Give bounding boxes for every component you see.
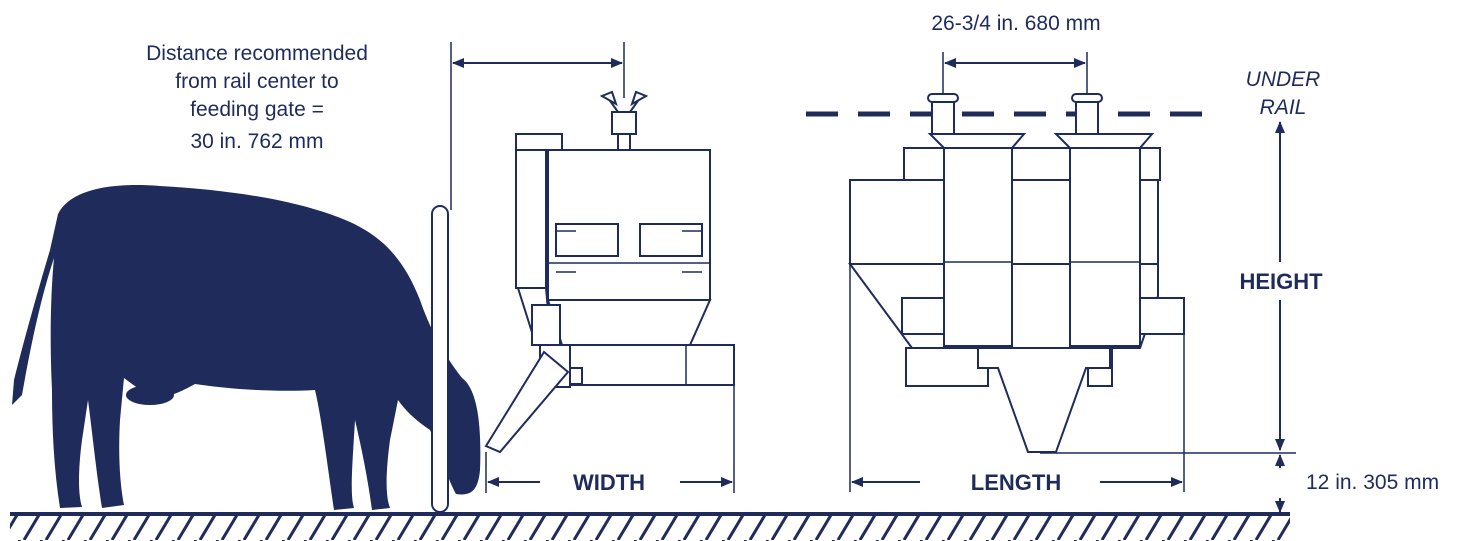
distance-note-line-3: feeding gate =: [190, 98, 324, 121]
ground: [10, 512, 1290, 541]
clearance-dimension: 12 in. 305 mm: [1040, 452, 1439, 513]
feeding-gate-post: [431, 205, 449, 513]
length-dimension: LENGTH: [849, 264, 1185, 495]
feeder-front-view: [806, 93, 1210, 453]
height-label: HEIGHT: [1239, 269, 1323, 294]
clearance-label: 12 in. 305 mm: [1306, 471, 1439, 494]
distance-note-line-2: from rail center to: [175, 70, 338, 93]
under-rail-label-2: RAIL: [1260, 96, 1307, 119]
cow-silhouette: [12, 185, 481, 510]
under-rail-label-1: UNDER: [1246, 68, 1321, 91]
height-dimension: HEIGHT: [1239, 121, 1323, 451]
length-label: LENGTH: [971, 470, 1061, 495]
feeder-side-view: [484, 90, 735, 454]
rail-spacing-dimension: 26-3/4 in. 680 mm: [931, 12, 1101, 94]
distance-dimension: [450, 42, 625, 210]
width-dimension: WIDTH: [485, 385, 735, 495]
rail-spacing-label: 26-3/4 in. 680 mm: [931, 12, 1100, 35]
distance-note-line-1: Distance recommended: [146, 42, 368, 65]
distance-note-line-4: 30 in. 762 mm: [190, 130, 323, 153]
width-label: WIDTH: [573, 470, 645, 495]
